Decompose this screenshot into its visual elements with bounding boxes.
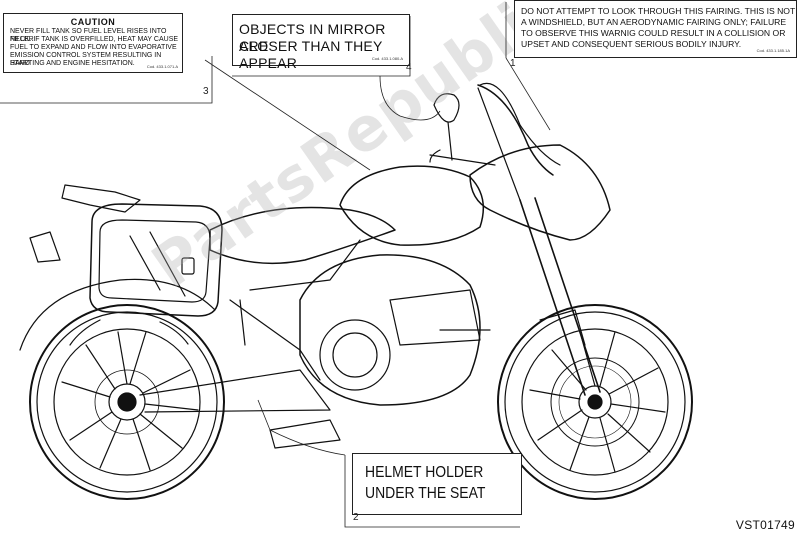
engine	[299, 254, 481, 406]
mirror-code: Cod. 433.1.080.A	[371, 56, 403, 61]
mirror-line-1: OBJECTS IN MIRROR ARE	[239, 21, 386, 54]
fairing-label: DO NOT ATTEMPT TO LOOK THROUGH THIS FAIR…	[514, 0, 797, 58]
rear-fender	[19, 278, 216, 351]
fairing-line-3: TO OBSERVE THIS WARNIG COULD RESULT IN A…	[521, 28, 786, 38]
fuel-tank	[339, 165, 485, 246]
fairing-line-2: A WINDSHIELD, BUT AN AERODYNAMIC FAIRING…	[521, 17, 787, 27]
caution-line-2: NECK. IF TANK IS OVERFILLED, HEAT MAY CA…	[10, 36, 179, 43]
mirror-line-2: CLOSER THAN THEY APPEAR	[239, 38, 383, 71]
front-wheel	[497, 304, 693, 500]
windscreen	[477, 84, 554, 176]
front-fork	[519, 197, 601, 396]
helmet-label: HELMET HOLDER UNDER THE SEAT	[352, 453, 522, 515]
fairing-code: Cod. 433.1.185.1A	[756, 48, 790, 53]
pannier-case	[89, 203, 223, 317]
callout-number-3: 3	[203, 86, 209, 97]
caution-line-1: NEVER FILL TANK SO FUEL LEVEL RISES INTO…	[10, 28, 167, 43]
callout-number-2: 2	[353, 512, 359, 523]
seat	[209, 206, 396, 265]
caution-label: CAUTION NEVER FILL TANK SO FUEL LEVEL RI…	[3, 13, 183, 73]
caution-line-4: EMISSION CONTROL SYSTEM RESULTING IN HAR…	[10, 52, 162, 67]
reference-code: VST01749	[735, 518, 795, 532]
caution-line-5: STARTING AND ENGINE HESITATION.	[10, 60, 135, 67]
mirror	[433, 93, 460, 161]
fairing-line-1: DO NOT ATTEMPT TO LOOK THROUGH THIS FAIR…	[521, 6, 796, 16]
callout-number-1: 1	[510, 58, 516, 69]
rear-wheel	[29, 304, 225, 500]
helmet-line-2: UNDER THE SEAT	[365, 485, 486, 502]
caution-title: CAUTION	[70, 17, 116, 27]
callout-number-4: 4	[406, 62, 412, 73]
swingarm	[139, 369, 331, 413]
helmet-line-1: HELMET HOLDER	[365, 464, 484, 481]
mirror-label: OBJECTS IN MIRROR ARE CLOSER THAN THEY A…	[232, 14, 410, 71]
fairing-line-4: UPSET AND CONSEQUENT SERIOUS BODILY INJU…	[521, 39, 742, 49]
front-fairing	[469, 144, 611, 241]
caution-code: Cod. 433.1.071.A	[146, 64, 178, 69]
caution-line-3: FUEL TO EXPAND AND FLOW INTO EVAPORATIVE	[10, 44, 177, 51]
